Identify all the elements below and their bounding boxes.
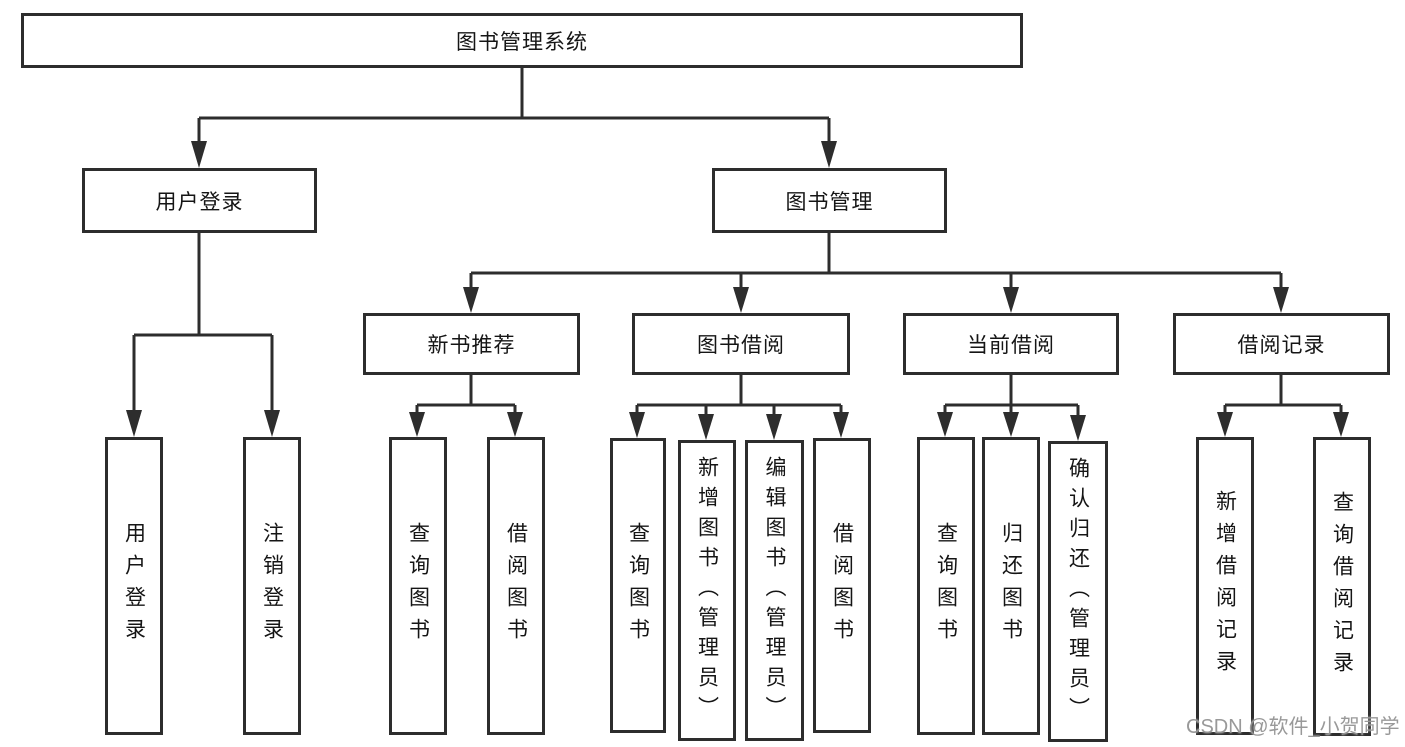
node-label: 借阅记录 [1237, 334, 1326, 357]
node-current-borrow: 当前借阅 [903, 313, 1119, 375]
node-borrow-records: 借阅记录 [1173, 313, 1390, 375]
node-label: 图书管理 [785, 190, 874, 214]
node-label: 注销登录 [260, 522, 284, 650]
node-label: 归还图书 [999, 522, 1023, 650]
node-label: 查询图书 [626, 521, 650, 650]
node-label: 当前借阅 [967, 334, 1055, 357]
node-label: 图书借阅 [697, 334, 785, 357]
node-label: 新增借阅记录 [1213, 490, 1237, 682]
node-label: 新增图书（管理员） [695, 455, 719, 726]
node-book-management: 图书管理 [712, 168, 947, 233]
leaf-logout-login: 注销登录 [243, 437, 301, 735]
leaf-query-books-recommend: 查询图书 [389, 437, 447, 735]
leaf-borrow-books: 借阅图书 [813, 438, 871, 733]
node-label: 编辑图书（管理员） [763, 455, 786, 726]
node-label: 查询图书 [934, 522, 958, 650]
node-label: 用户登录 [122, 522, 146, 650]
leaf-borrow-books-recommend: 借阅图书 [487, 437, 545, 735]
csdn-watermark: CSDN @软件_小贺同学 [1186, 716, 1400, 738]
leaf-confirm-return-admin: 确认归还（管理员） [1048, 441, 1108, 742]
node-book-borrow: 图书借阅 [632, 313, 850, 375]
node-root-library-system: 图书管理系统 [21, 13, 1023, 68]
leaf-add-borrow-record: 新增借阅记录 [1196, 437, 1254, 735]
leaf-return-books: 归还图书 [982, 437, 1040, 735]
node-label: 用户登录 [155, 190, 244, 214]
node-label: 确认归还（管理员） [1066, 456, 1090, 727]
leaf-edit-books-admin: 编辑图书（管理员） [745, 440, 804, 741]
leaf-query-books-current: 查询图书 [917, 437, 975, 735]
node-label: 查询借阅记录 [1330, 490, 1354, 683]
leaf-user-login: 用户登录 [105, 437, 163, 735]
node-label: 新书推荐 [427, 334, 516, 357]
node-label: 图书管理系统 [456, 30, 588, 54]
leaf-query-borrow-record: 查询借阅记录 [1313, 437, 1371, 736]
leaf-query-books-borrow: 查询图书 [610, 438, 666, 733]
leaf-add-books-admin: 新增图书（管理员） [678, 440, 736, 741]
node-user-login: 用户登录 [82, 168, 317, 233]
node-label: 借阅图书 [830, 521, 854, 650]
node-label: 借阅图书 [504, 522, 528, 650]
node-new-book-recommend: 新书推荐 [363, 313, 580, 375]
node-label: 查询图书 [406, 522, 430, 650]
